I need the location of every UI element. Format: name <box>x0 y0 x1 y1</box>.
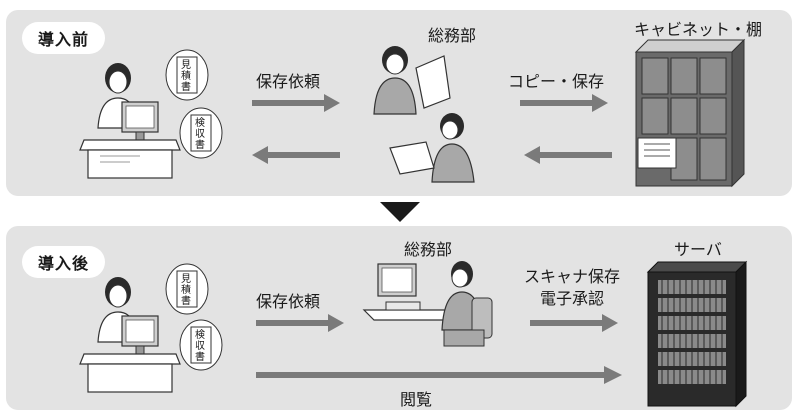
before-tag: 導入前 <box>22 22 106 54</box>
estimate-doc-icon-after <box>165 263 209 315</box>
cabinet-icon <box>634 38 746 188</box>
copy-save-label: コピー・保存 <box>508 72 605 91</box>
transition-down-arrow <box>380 202 420 222</box>
after-request-arrow <box>256 314 344 332</box>
staff-illustration <box>373 46 475 183</box>
estimate-doc-text-after: 見積書 <box>181 274 191 307</box>
before-request-arrow <box>252 94 340 112</box>
employee-desk-illustration <box>79 63 181 179</box>
before-return-arrow <box>252 146 340 164</box>
view-arrow <box>256 366 622 384</box>
before-request-label: 保存依頼 <box>256 72 321 91</box>
after-tag: 導入後 <box>22 246 106 278</box>
scan-label: スキャナ保存 電子承認 <box>524 267 621 308</box>
after-dept-label: 総務部 <box>404 240 453 259</box>
before-dept-label: 総務部 <box>428 26 477 45</box>
server-label: サーバ <box>674 240 722 259</box>
cabinet-label: キャビネット・棚 <box>634 20 763 39</box>
employee-desk-illustration-after <box>79 277 181 393</box>
cabinet-return-arrow <box>524 146 612 164</box>
receipt-doc-text-after: 検収書 <box>195 330 205 363</box>
estimate-doc-text: 見積書 <box>181 60 191 93</box>
after-request-label: 保存依頼 <box>256 292 321 311</box>
copy-save-arrow <box>520 94 608 112</box>
scan-arrow <box>530 314 618 332</box>
server-icon <box>646 260 748 408</box>
receipt-doc-icon <box>179 107 223 159</box>
estimate-doc-icon <box>165 49 209 101</box>
view-label: 閲覧 <box>400 390 433 409</box>
staff-computer-illustration <box>362 261 493 347</box>
receipt-doc-text: 検収書 <box>195 118 205 151</box>
receipt-doc-icon-after <box>179 319 223 371</box>
